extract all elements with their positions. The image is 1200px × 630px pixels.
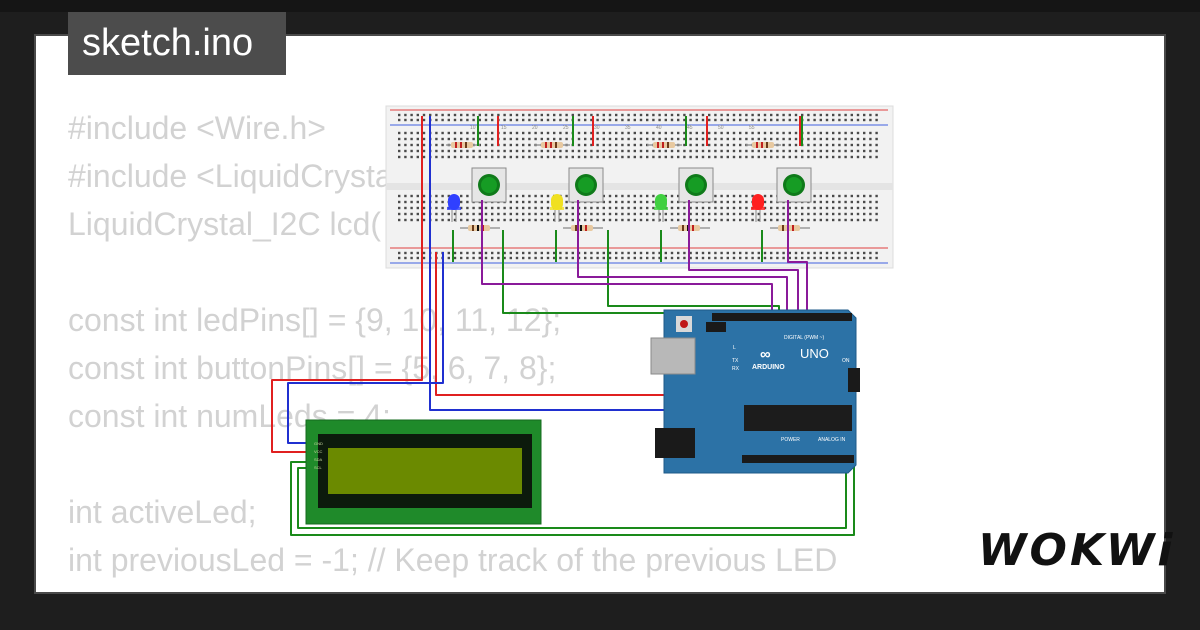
- code-line: const int ledPins[] = {9, 10, 11, 12};: [68, 302, 562, 338]
- resistor-top-2[interactable]: [535, 142, 570, 148]
- led-4[interactable]: [751, 194, 765, 222]
- on-label: ON: [842, 358, 850, 364]
- lcd-pin-gnd: GND: [314, 441, 323, 446]
- led-2[interactable]: [550, 194, 564, 222]
- power-label: POWER: [781, 437, 800, 443]
- wire-red-top: [497, 116, 801, 146]
- breadboard-column-number: 35: [625, 125, 631, 131]
- usb-port: [650, 337, 696, 375]
- resistor-top-4[interactable]: [746, 142, 781, 148]
- led-1[interactable]: [447, 194, 461, 222]
- digital-header: [712, 313, 852, 321]
- breadboard-column-number: 25: [563, 125, 569, 131]
- lcd-pin-scl: SCL: [314, 465, 323, 470]
- arduino-uno[interactable]: ∞ UNO ARDUINO DIGITAL (PWM ~) POWER ANAL…: [650, 309, 860, 474]
- wire-purple-4: [787, 200, 808, 318]
- l-label: L: [733, 345, 736, 351]
- resistor-top-3[interactable]: [647, 142, 682, 148]
- wire-green-i2c-2: [297, 460, 847, 529]
- wokwi-logo: WOKWi: [978, 525, 1176, 576]
- wire-green-bottom: [452, 230, 763, 262]
- code-line: int previousLed = -1; // Keep track of t…: [68, 542, 838, 578]
- wire-purple-1: [481, 200, 773, 318]
- wire-purple-2: [577, 200, 788, 318]
- breadboard-column-number: 45: [687, 125, 693, 131]
- code-line: #include <Wire.h>: [68, 110, 326, 146]
- breadboard-column-number: 15: [501, 125, 507, 131]
- breadboard-column-number: 30: [594, 125, 600, 131]
- code-line: int buttonPressed = ...: [68, 584, 837, 592]
- breadboard-column-number: 40: [656, 125, 662, 131]
- led-3[interactable]: [654, 194, 668, 222]
- code-line: LiquidCrystal_I2C lcd(: [68, 206, 382, 242]
- lcd-pin-sda: SDA: [314, 457, 323, 462]
- tx-label: TX: [732, 358, 739, 364]
- breadboard: 10 15 20 25 30 35 40 45 50 55: [385, 105, 894, 269]
- board-maker: ARDUINO: [752, 364, 785, 371]
- wire-purple-3: [688, 200, 799, 318]
- pushbutton-4[interactable]: [776, 167, 812, 203]
- atmega-chip: [744, 405, 852, 431]
- rx-label: RX: [732, 366, 740, 372]
- breadboard-column-number: 20: [532, 125, 538, 131]
- code-line: int activeLed;: [68, 494, 257, 530]
- pushbutton-1[interactable]: [471, 167, 507, 203]
- resistor-bottom-2[interactable]: [563, 225, 603, 231]
- pushbutton-2[interactable]: [568, 167, 604, 203]
- sketch-title: sketch.ino: [68, 12, 286, 75]
- lcd-display[interactable]: GND VCC SDA SCL: [305, 419, 542, 525]
- top-stripe: [0, 0, 1200, 12]
- lcd-pin-vcc: VCC: [314, 449, 323, 454]
- resistor-top-1[interactable]: [446, 142, 480, 148]
- breadboard-column-number: 50: [718, 125, 724, 131]
- wire-green-i2c-1: [290, 460, 855, 536]
- breadboard-column-number: 10: [470, 125, 476, 131]
- digital-label: DIGITAL (PWM ~): [784, 335, 824, 341]
- wire-red-1: [271, 116, 423, 453]
- wire-green-top: [477, 116, 803, 146]
- power-jack: [655, 428, 695, 458]
- board-name: UNO: [800, 346, 829, 361]
- wire-blue-2: [287, 252, 444, 444]
- pushbutton-3[interactable]: [678, 167, 714, 203]
- breadboard-column-number: 55: [749, 125, 755, 131]
- power-analog-header: [742, 455, 854, 463]
- analog-label: ANALOG IN: [818, 437, 846, 443]
- arduino-logo-icon: ∞: [760, 346, 771, 363]
